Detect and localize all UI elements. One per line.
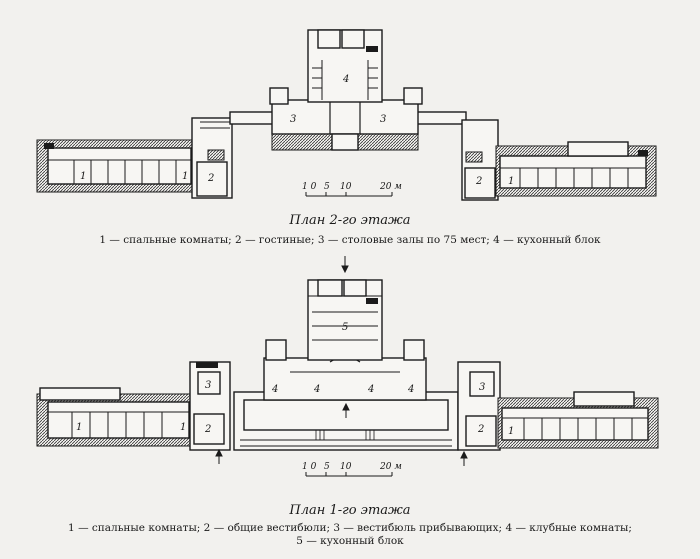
plan2-label: 1 bbox=[80, 171, 86, 182]
right-vestibule-1 bbox=[457, 361, 501, 451]
left-wing-2 bbox=[36, 139, 196, 193]
scale-tick: 10 bbox=[340, 182, 352, 192]
kitchen-block-2 bbox=[307, 29, 383, 103]
plan1-label: 4 bbox=[271, 384, 278, 395]
plan2-label: 1 bbox=[182, 171, 188, 182]
kitchen-block-1 bbox=[307, 279, 383, 361]
plan1-label: 1 bbox=[508, 426, 514, 437]
plan-first-floor: 1 1 3 2 4 4 5 4 4 3 2 1 1 0 5 10 20 м bbox=[36, 256, 659, 477]
plan2-label: 3 bbox=[290, 114, 296, 125]
plan1-label: 1 bbox=[180, 422, 186, 433]
scale-bar-2: 1 0 5 10 20 м bbox=[302, 182, 402, 197]
scale-tick: 1 0 bbox=[302, 182, 317, 192]
plan1-label: 2 bbox=[204, 424, 211, 435]
plan1-label: 2 bbox=[477, 424, 484, 435]
scale-tick: 20 м bbox=[379, 182, 402, 192]
scale-tick: 10 bbox=[340, 462, 352, 472]
left-vestibule-1 bbox=[189, 361, 231, 451]
center-block-1 bbox=[263, 339, 427, 401]
scale-tick: 5 bbox=[324, 182, 330, 192]
plan2-label: 1 bbox=[508, 176, 514, 187]
scale-bar-1: 1 0 5 10 20 м bbox=[302, 462, 402, 477]
plan1-label: 3 bbox=[479, 382, 485, 393]
scale-tick: 5 bbox=[324, 462, 330, 472]
plan2-label: 3 bbox=[380, 114, 386, 125]
plan2-legend: 1 — спальные комнаты; 2 — гостиные; 3 — … bbox=[99, 234, 601, 246]
entrance-arrows bbox=[215, 256, 468, 466]
plan1-title: План 1-го этажа bbox=[289, 503, 411, 518]
gallery-left-2 bbox=[229, 111, 275, 125]
scale-tick: 20 м bbox=[379, 462, 402, 472]
plan1-label: 4 bbox=[313, 384, 320, 395]
plan2-label: 2 bbox=[475, 176, 482, 187]
plan1-legend-line2: 5 — кухонный блок bbox=[296, 535, 404, 547]
right-connector-2 bbox=[461, 119, 499, 201]
right-wing-1 bbox=[497, 391, 659, 449]
center-block-2 bbox=[269, 87, 423, 151]
plan2-title: План 2-го этажа bbox=[289, 213, 411, 228]
plan1-label: 1 bbox=[76, 422, 82, 433]
plan-second-floor: 1 1 2 3 4 3 2 1 1 0 5 10 20 м bbox=[36, 29, 657, 201]
plan2-label: 4 bbox=[342, 74, 349, 85]
plan1-label: 4 bbox=[407, 384, 414, 395]
plan1-label: 3 bbox=[205, 380, 211, 391]
scale-tick: 1 0 bbox=[302, 462, 317, 472]
plan2-label: 2 bbox=[207, 173, 214, 184]
right-wing-2 bbox=[495, 141, 657, 197]
plan1-label: 5 bbox=[342, 322, 348, 333]
plan1-label: 4 bbox=[367, 384, 374, 395]
left-wing-1 bbox=[36, 387, 194, 447]
terrace-1 bbox=[233, 391, 459, 451]
plan1-legend-line1: 1 — спальные комнаты; 2 — общие вестибюл… bbox=[68, 522, 632, 534]
left-connector-2 bbox=[191, 117, 233, 199]
